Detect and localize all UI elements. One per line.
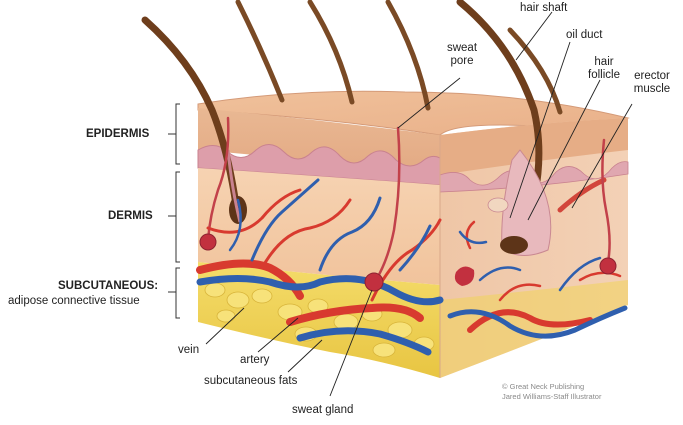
label-erector-muscle-line1: erector <box>634 70 670 82</box>
hairs <box>141 0 607 256</box>
leader-lines <box>205 11 633 397</box>
label-erector-muscle-line2: muscle <box>633 83 671 95</box>
epidermis-bracket <box>168 103 180 165</box>
layer-brackets <box>168 103 180 319</box>
hair-follicle <box>501 149 552 256</box>
subcutaneous-bracket <box>168 267 180 319</box>
label-hair-follicle: hair follicle <box>582 56 626 82</box>
label-erector-muscle: erector muscle <box>626 70 678 96</box>
sweat-ducts <box>206 116 611 282</box>
label-dermis: DERMIS <box>108 210 153 222</box>
label-adipose: adipose connective tissue <box>8 295 140 307</box>
veins <box>196 178 628 356</box>
sweat-glands <box>199 233 617 292</box>
erector-muscle <box>557 177 607 213</box>
dermis-bracket <box>168 171 180 263</box>
label-subcutaneous: SUBCUTANEOUS: <box>58 280 159 292</box>
label-sweat-pore-line1: sweat <box>446 42 478 54</box>
label-sweat-pore-line2: pore <box>450 55 474 67</box>
label-oil-duct: oil duct <box>566 29 603 41</box>
label-hair-shaft: hair shaft <box>520 2 568 14</box>
label-sweat-gland: sweat gland <box>292 404 354 416</box>
oil-gland <box>487 197 509 213</box>
label-hair-follicle-line1: hair <box>594 56 614 68</box>
label-epidermis: EPIDERMIS <box>86 128 150 140</box>
credit-publisher: © Great Neck Publishing <box>502 382 585 391</box>
label-sweat-pore: sweat pore <box>442 42 482 68</box>
label-vein: vein <box>178 344 200 356</box>
label-hair-follicle-line2: follicle <box>588 69 620 81</box>
label-artery: artery <box>240 354 270 366</box>
credit-illustrator: Jared Williams-Staff Illustrator <box>502 392 602 401</box>
label-subcutaneous-fats: subcutaneous fats <box>204 375 298 387</box>
